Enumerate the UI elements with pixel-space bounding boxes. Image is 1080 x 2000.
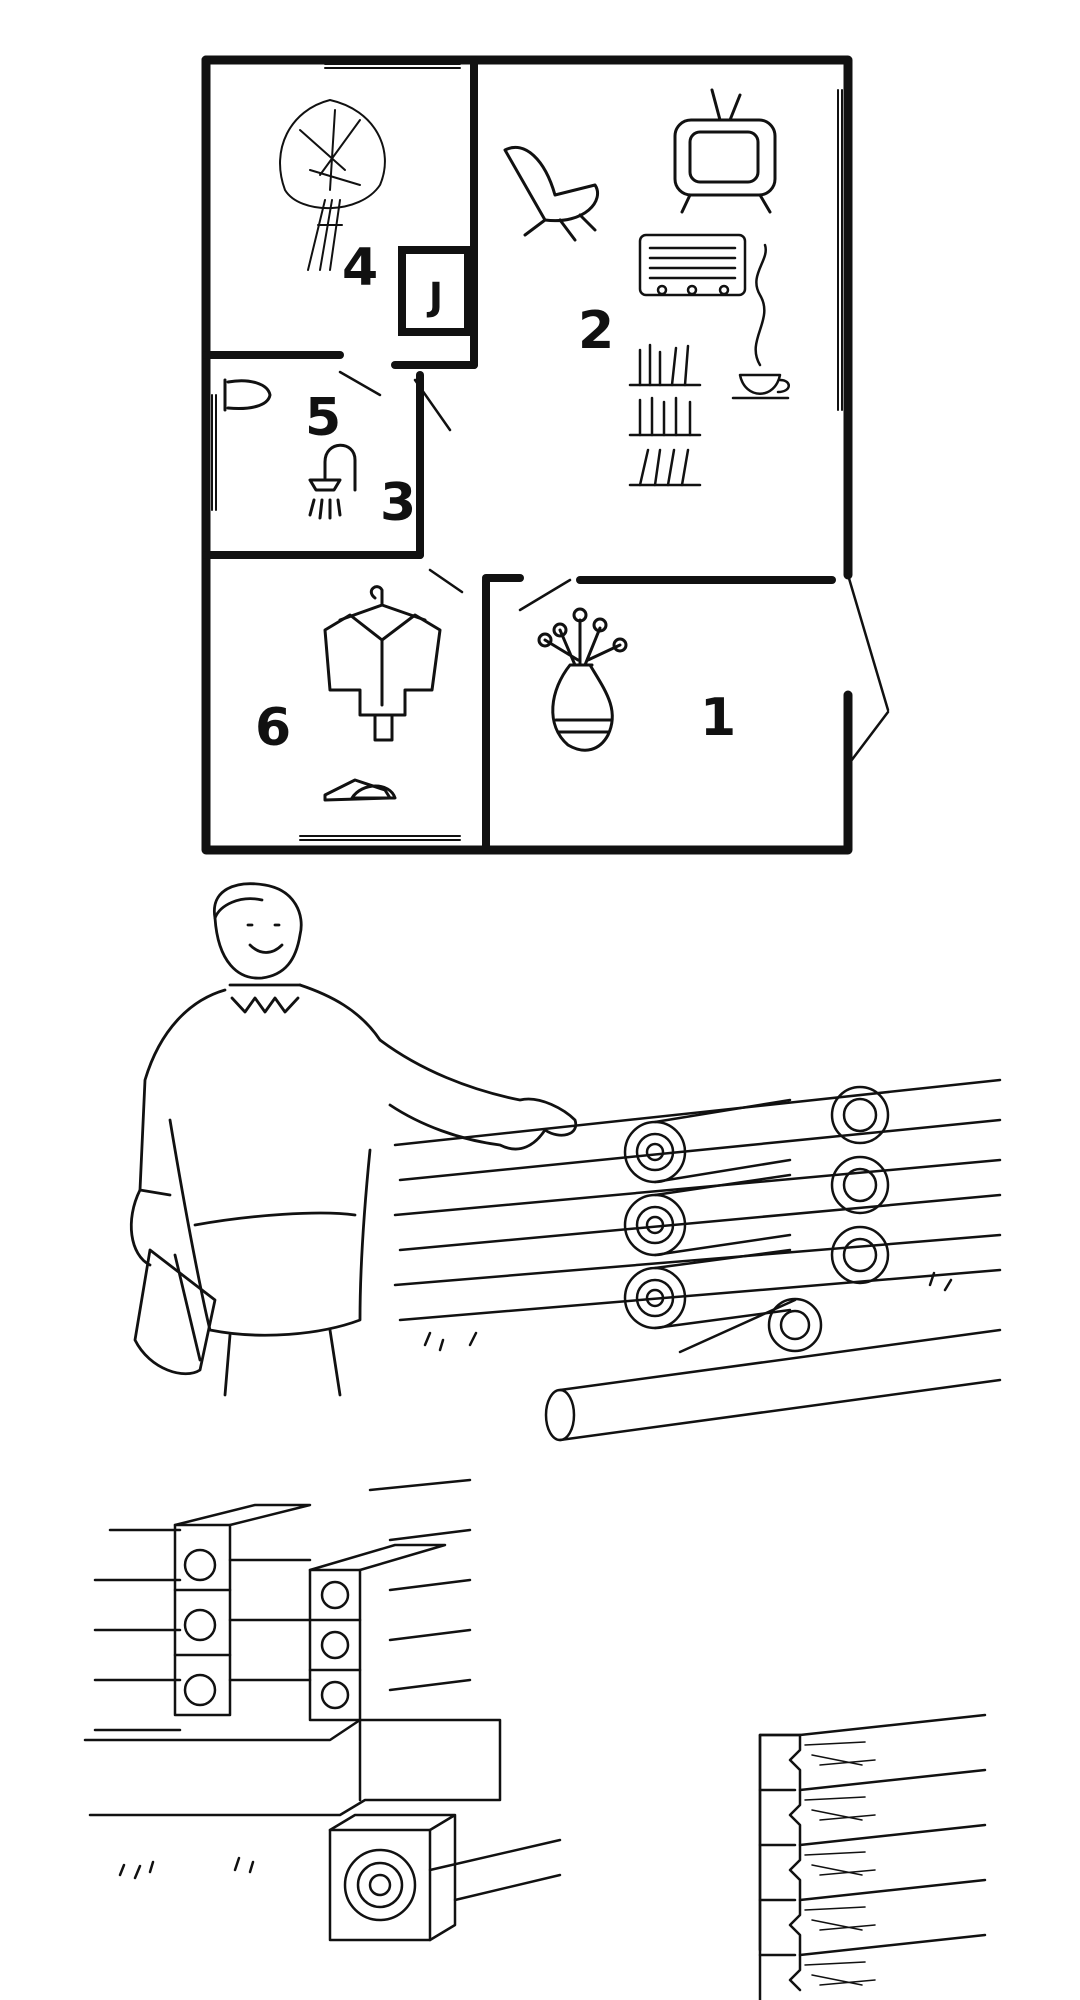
radio-icon [638, 233, 747, 297]
shower-icon [308, 443, 357, 520]
birch-broom-icon [279, 99, 386, 271]
room-number-1: 1 [700, 688, 736, 748]
round-log-corner-joint [393, 1078, 1002, 1442]
man-with-axe-illustration [129, 882, 578, 1397]
doors [338, 370, 890, 767]
internal-walls [202, 56, 836, 854]
stove: J [398, 246, 472, 336]
room-number-4: 4 [342, 238, 378, 298]
beam-wall-cross-section [758, 1713, 987, 2000]
coat-hanger-icon [323, 585, 442, 742]
slippers-icon [323, 778, 397, 802]
outer-walls [201, 55, 853, 855]
square-beam-corner-joint [83, 1478, 562, 1942]
flower-vase-icon [537, 607, 628, 752]
windows [211, 63, 843, 841]
stove-symbol: J [426, 275, 443, 319]
armchair-icon [503, 145, 599, 242]
room-number-2: 2 [578, 301, 614, 361]
toilet-icon [223, 378, 272, 412]
floor-plan: J 1 2 3 4 5 6 [201, 55, 890, 855]
room-number-3: 3 [380, 473, 416, 533]
room-number-6: 6 [255, 698, 291, 758]
teacup-icon [731, 243, 790, 400]
bookshelf-icon [628, 343, 702, 487]
room-number-5: 5 [305, 388, 341, 448]
tv-icon [673, 88, 777, 214]
